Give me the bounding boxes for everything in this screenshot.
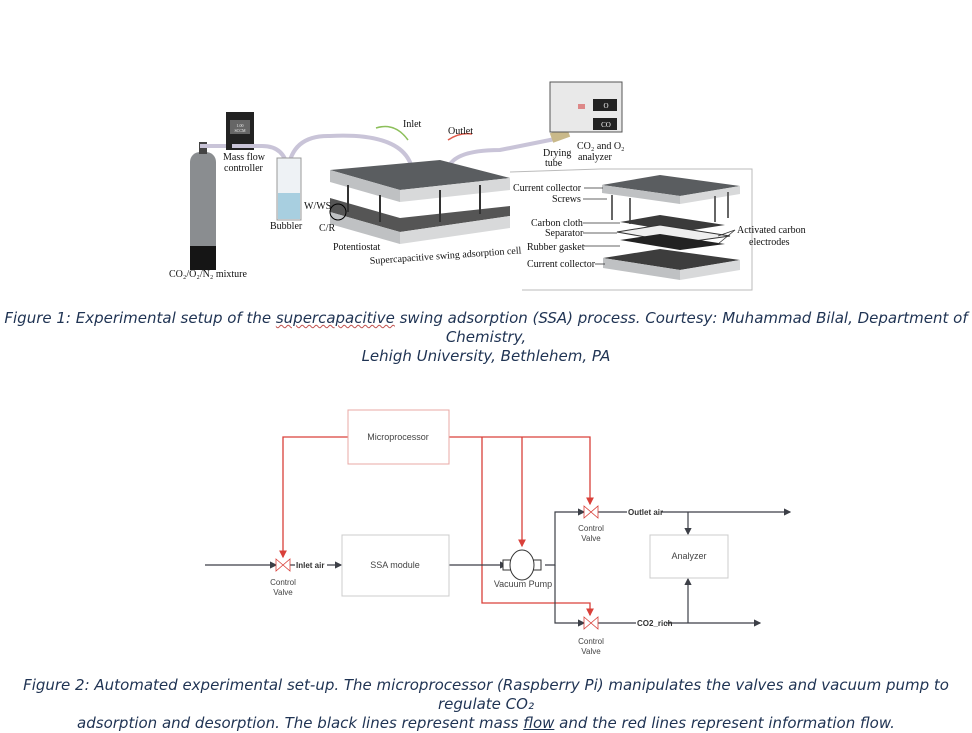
label-activated-carbon: Activated carbon [737,225,806,236]
svg-text:Valve: Valve [581,647,601,656]
svg-text:Valve: Valve [581,534,601,543]
figure-1-caption: Figure 1: Experimental setup of the supe… [4,309,968,365]
label-bubbler: Bubbler [270,221,303,232]
ssa-module-label: SSA module [370,560,420,570]
svg-text:Valve: Valve [273,588,293,597]
analyzer-box [649,534,729,579]
gas-tube [232,133,415,176]
valve-label-co2: Control [578,637,604,646]
gas-cylinder [190,142,232,270]
label-w-ws: W/WS [304,201,331,212]
label-electrodes: electrodes [749,237,790,248]
outlet-air-label: Outlet air [628,508,663,517]
label-drying: Drying [543,148,571,159]
ssa-module-box [341,534,450,597]
svg-text:SCCM: SCCM [234,128,246,133]
label-potentiostat: Potentiostat [333,242,380,253]
inlet-air-label: Inlet air [296,561,324,570]
label-gas-mixture: CO₂/O₂/N₂ mixture [169,269,248,280]
label-carbon-cloth: Carbon cloth [531,218,583,229]
label-analyzer-gases: CO₂ and O₂ [577,141,625,152]
information-flow-lines [279,436,594,617]
svg-text:1.00: 1.00 [237,123,244,128]
figure-2-caption: Figure 2: Automated experimental set-up.… [23,676,949,732]
label-current-collector-bottom: Current collector [527,259,596,270]
co2-o2-analyzer: O CO [549,81,623,133]
valve-label-inlet: Control [270,578,296,587]
bubbler [276,157,302,221]
co2-rich-label: CO2_rich [637,619,673,628]
inlet-arrow [375,125,409,141]
microprocessor-box [347,409,450,465]
label-separator: Separator [545,228,584,239]
label-controller: controller [224,163,264,174]
vacuum-pump-label: Vacuum Pump [494,579,552,589]
outlet-arrow [447,132,473,141]
ssa-cell [329,160,510,244]
label-c-r: C/R [319,223,335,234]
label-mass-flow: Mass flow [223,152,266,163]
analyzer-label: Analyzer [671,551,706,561]
svg-text:CO: CO [601,121,611,129]
mass-flow-controller: 1.00 SCCM FLOW [226,112,254,150]
label-analyzer: analyzer [578,152,613,163]
label-outlet: Outlet [448,126,473,137]
label-tube: tube [545,158,563,169]
vacuum-pump-icon [502,549,542,581]
control-valve-co2-icon [583,616,599,630]
control-valve-outlet-icon [583,505,599,519]
figure-1-illustration: 1.00 SCCM FLOW O CO [169,81,806,291]
control-valve-inlet-icon [275,558,291,572]
label-rubber-gasket: Rubber gasket [527,242,585,253]
microprocessor-label: Microprocessor [367,432,429,442]
label-current-collector-top: Current collector [513,183,582,194]
exploded-view [509,168,753,291]
label-inlet: Inlet [403,119,422,130]
valve-label-outlet: Control [578,524,604,533]
label-screws: Screws [552,194,581,205]
svg-text:O: O [603,102,608,110]
